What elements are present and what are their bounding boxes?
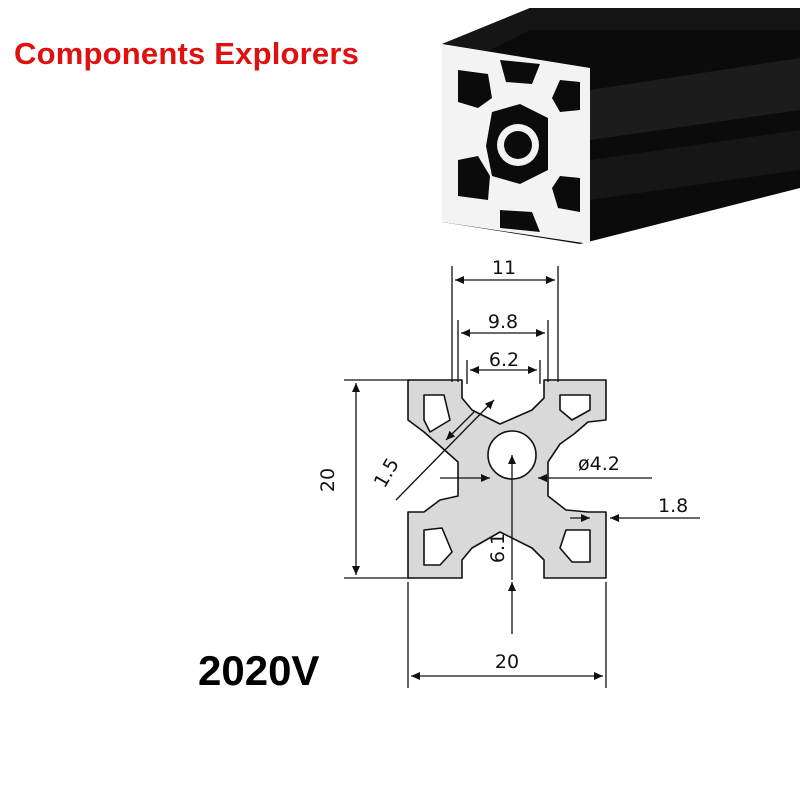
dim-width-top: 11 xyxy=(492,257,516,279)
dim-depth: 6.1 xyxy=(487,533,509,563)
dim-width-bottom: 20 xyxy=(495,651,519,673)
dim-lip: 1.8 xyxy=(658,495,688,517)
model-label: 2020V xyxy=(198,647,320,694)
brand-title: Components Explorers xyxy=(14,36,360,71)
dim-slot-outer: 9.8 xyxy=(488,311,518,333)
profile-section xyxy=(407,379,607,579)
dim-slot-inner: 6.2 xyxy=(489,349,519,371)
dim-height: 20 xyxy=(317,468,339,492)
dim-wall: 1.5 xyxy=(370,454,404,491)
dim-bore: ø4.2 xyxy=(578,453,620,475)
